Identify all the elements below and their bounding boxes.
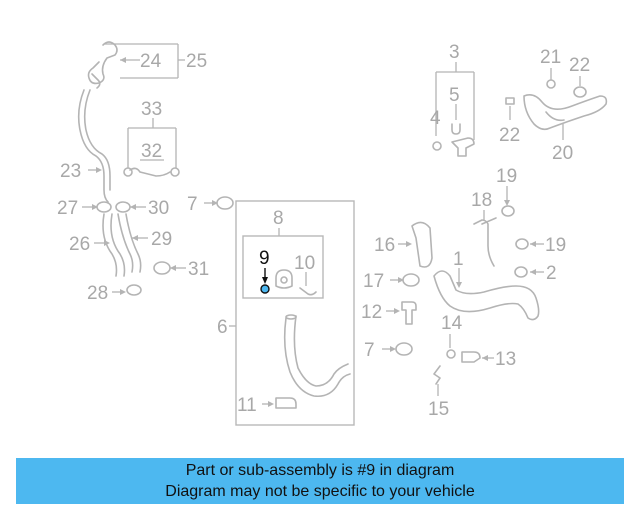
label-22a: 22	[569, 55, 590, 76]
part-18-19-group	[473, 186, 544, 267]
part-28-31-clamps	[112, 261, 186, 296]
label-17: 17	[363, 271, 384, 292]
label-24: 24	[140, 51, 162, 72]
label-16: 16	[374, 235, 395, 256]
label-6: 6	[217, 317, 228, 338]
label-4: 4	[430, 108, 441, 129]
label-27: 27	[57, 198, 78, 219]
part-32-33-group	[123, 118, 180, 177]
part-13-14-15-group	[433, 334, 494, 396]
label-9: 9	[259, 248, 270, 269]
label-25: 25	[186, 51, 207, 72]
parts-diagram: 24 25 23 33 32 27 30	[57, 41, 608, 426]
label-26: 26	[69, 234, 90, 255]
label-28: 28	[87, 283, 108, 304]
label-19b: 19	[545, 235, 566, 256]
label-20: 20	[552, 143, 573, 164]
part-3-4-5-group	[432, 62, 475, 157]
label-7b: 7	[364, 340, 375, 361]
assembly-8-box	[242, 235, 324, 299]
label-2: 2	[546, 263, 557, 284]
label-15: 15	[428, 399, 449, 420]
part-27-30-clamps	[82, 201, 146, 213]
part-24-group	[87, 41, 185, 89]
label-29: 29	[151, 229, 172, 250]
label-31: 31	[188, 259, 209, 280]
assembly-6-box	[235, 200, 355, 426]
part-11-fitting	[262, 397, 297, 409]
part-16-hose	[398, 221, 433, 268]
label-33: 33	[141, 99, 162, 120]
part-12-17-7-group	[382, 273, 420, 356]
banner-line-2: Diagram may not be specific to your vehi…	[165, 483, 475, 500]
part-9-oring[interactable]	[260, 284, 270, 294]
part-26-29-hoses	[94, 213, 148, 277]
info-banner: Part or sub-assembly is #9 in diagram Di…	[16, 458, 624, 504]
label-30: 30	[148, 198, 169, 219]
label-21: 21	[540, 47, 561, 68]
part-1-pipe	[433, 266, 544, 321]
part-20-21-22-group	[505, 68, 608, 140]
label-5: 5	[449, 85, 460, 106]
part-6-hose	[283, 314, 351, 398]
label-1: 1	[453, 249, 464, 270]
label-22b: 22	[499, 125, 520, 146]
label-18: 18	[471, 190, 492, 211]
part-10-fitting	[275, 269, 317, 296]
part-7-top	[204, 196, 234, 210]
label-3: 3	[449, 42, 460, 63]
part-23-pipe	[77, 89, 111, 203]
label-12: 12	[361, 302, 382, 323]
label-14: 14	[441, 313, 463, 334]
label-13: 13	[495, 349, 516, 370]
label-19a: 19	[496, 166, 517, 187]
label-11: 11	[237, 395, 257, 416]
label-8: 8	[273, 208, 284, 229]
banner-line-1: Part or sub-assembly is #9 in diagram	[185, 462, 455, 479]
label-10: 10	[294, 253, 315, 274]
label-7a: 7	[187, 194, 198, 215]
label-32: 32	[141, 141, 162, 162]
label-23: 23	[60, 161, 81, 182]
